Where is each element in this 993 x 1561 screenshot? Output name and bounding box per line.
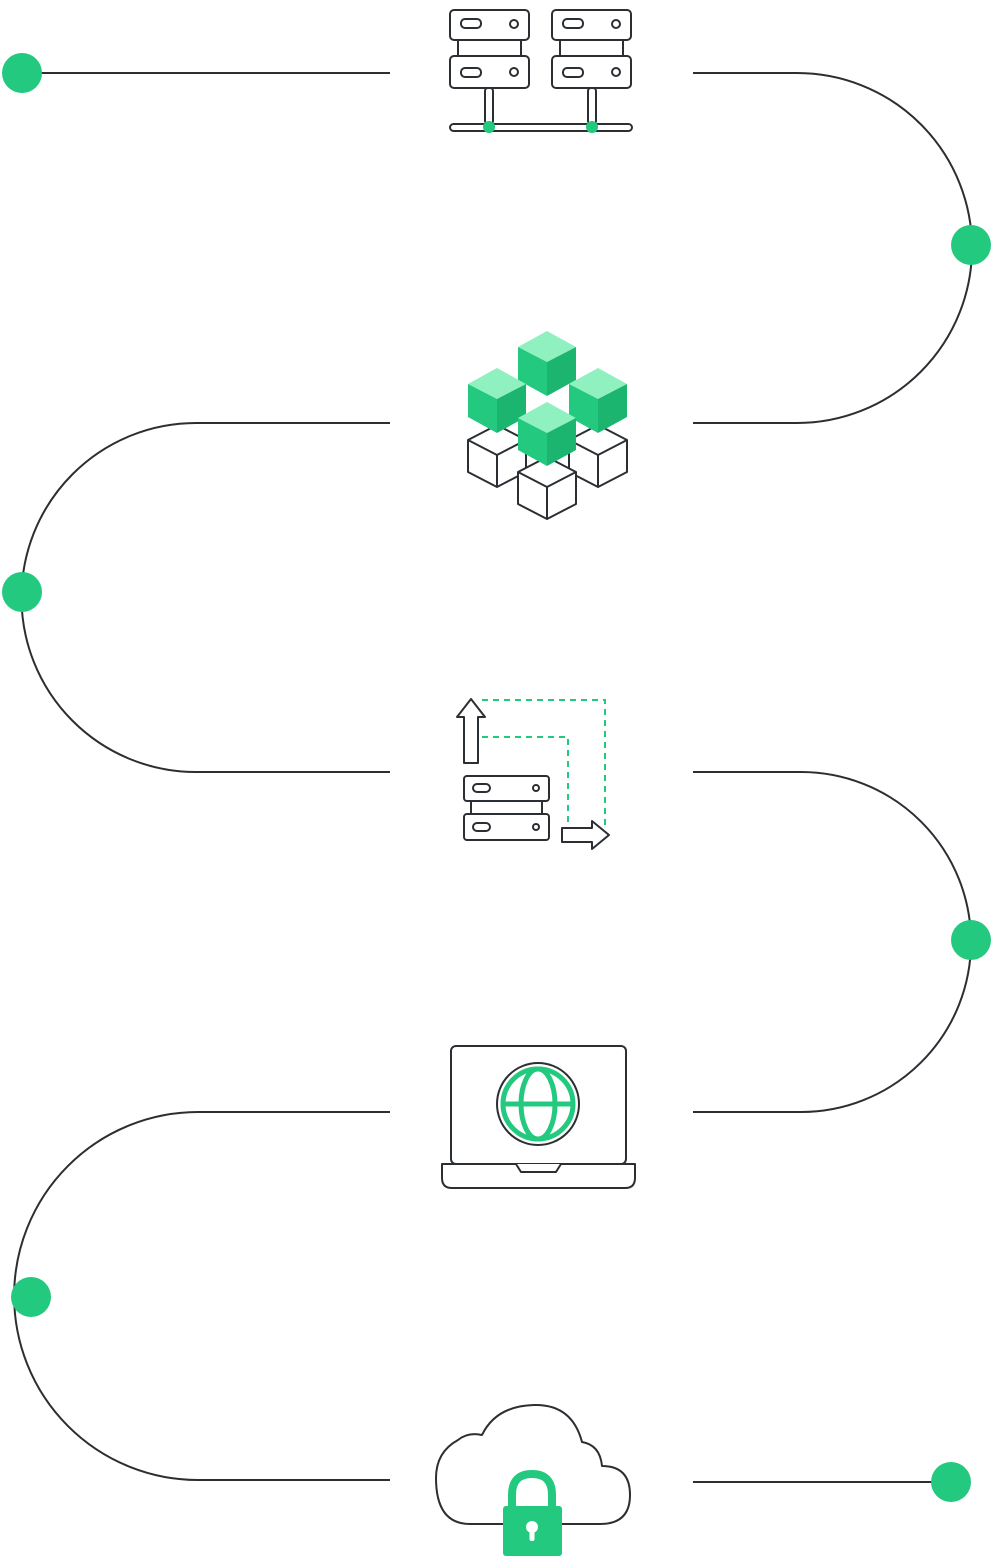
milestone-dot-5 xyxy=(11,1277,51,1317)
milestone-dot-2 xyxy=(951,225,991,265)
milestone-dot-6 xyxy=(931,1462,971,1502)
server-cluster-icon xyxy=(449,9,633,133)
cloud-lock-icon xyxy=(435,1403,631,1556)
green-cube-right xyxy=(569,368,627,433)
container-cubes-icon xyxy=(467,331,628,520)
milestone-dot-1 xyxy=(2,53,42,93)
arrow-right-icon xyxy=(561,820,610,850)
path-segment-2 xyxy=(693,72,973,424)
green-cube-left xyxy=(468,368,526,433)
green-cube-top xyxy=(518,331,576,396)
green-cube-front xyxy=(518,402,576,466)
path-segment-3 xyxy=(20,422,390,773)
milestone-dot-4 xyxy=(951,920,991,960)
milestone-dot-3 xyxy=(2,572,42,612)
lock-icon xyxy=(503,1469,562,1556)
path-segment-4 xyxy=(693,771,972,1113)
milestone-dots xyxy=(2,53,991,1502)
server-migration-icon xyxy=(456,698,610,850)
cloud-icon xyxy=(435,1403,631,1525)
path-segment-5 xyxy=(13,1111,390,1481)
laptop-globe-icon xyxy=(441,1045,636,1189)
globe-icon xyxy=(496,1062,580,1146)
arrow-up-icon xyxy=(456,698,486,764)
